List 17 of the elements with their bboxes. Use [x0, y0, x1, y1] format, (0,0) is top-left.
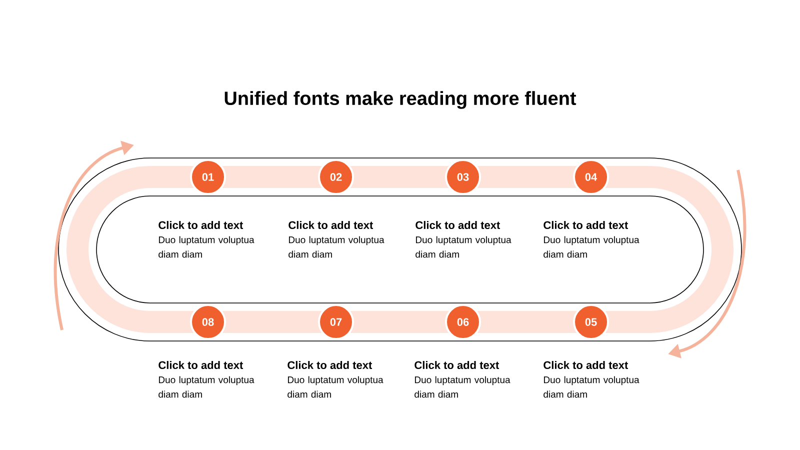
title: Unified fonts make reading more fluent	[224, 91, 576, 109]
step-heading: Click to add text	[288, 220, 374, 230]
step-heading: Click to add text	[288, 360, 372, 370]
step-description: Duo luptatum voluptua diam diam	[416, 236, 512, 258]
step-description: Duo luptatum voluptua diam diam	[288, 236, 384, 258]
step-heading: Click to add text	[416, 220, 500, 230]
step-description: Duo luptatum voluptua diam diam	[414, 376, 510, 398]
step-description: Duo luptatum voluptua diam diam	[158, 236, 254, 258]
step-heading: Click to add text	[414, 360, 500, 370]
step-heading: Click to add text	[544, 360, 628, 370]
step-description: Duo luptatum voluptua diam diam	[544, 376, 640, 398]
step-heading: Click to add text	[158, 220, 244, 230]
step-heading: Click to add text	[158, 360, 244, 370]
step-description: Duo luptatum voluptua diam diam	[158, 376, 254, 398]
step-heading: Click to add text	[544, 220, 628, 230]
step-description: Duo luptatum voluptua diam diam	[544, 236, 640, 258]
step-description: Duo luptatum voluptua diam diam	[288, 376, 384, 398]
